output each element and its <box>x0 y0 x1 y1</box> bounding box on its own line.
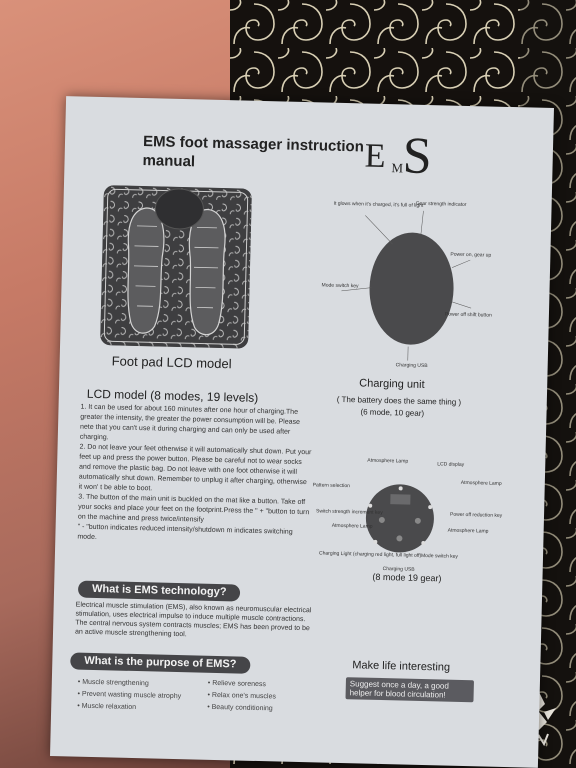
usage-banner: Suggest once a day, a good helper for bl… <box>345 677 474 703</box>
callout-lcd-display: LCD display <box>437 461 465 468</box>
callout-lamp-1: Atmosphere Lamp <box>367 458 408 465</box>
lcd-model-heading: LCD model (8 modes, 19 levels) <box>86 386 259 405</box>
callout-mode-switch: Mode switch key <box>421 553 459 560</box>
lcd-paragraph: " - "button indicates reduced intensity/… <box>77 523 293 542</box>
ems-technology-heading: What is EMS technology? <box>77 580 241 602</box>
lcd-paragraph: 2. Do not leave your feet otherwise it w… <box>78 443 312 493</box>
callout-usb: Charging USB <box>383 566 416 573</box>
benefits-list-left: Muscle strengthening Prevent wasting mus… <box>77 677 182 716</box>
callout-power-off-key: Power off reduction key <box>450 512 503 519</box>
callout-lamp-2: Atmosphere Lamp <box>461 480 502 487</box>
callout-lamp-4: Atmosphere Lamp <box>448 528 489 535</box>
charging-unit-diagram: It glows when it's charged, it's full of… <box>320 194 494 369</box>
charging-unit-note: ( The battery does the same thing ) <box>336 394 462 407</box>
callout-charging-usb: Charging USB <box>396 362 429 369</box>
brand-logo: E M S <box>364 127 433 186</box>
callout-power-off: Power off shift button <box>445 311 492 318</box>
lcd-instructions: 1. It can be used for about 160 minutes … <box>77 403 312 549</box>
lcd-paragraph: 1. It can be used for about 160 minutes … <box>79 403 301 442</box>
lcd-unit-diagram: Atmosphere Lamp LCD display Atmosphere L… <box>308 450 503 584</box>
callout-glow: It glows when it's charged, it's full of… <box>334 201 424 209</box>
list-item: Beauty conditioning <box>207 702 276 716</box>
callout-charging-light: Charging Light (charging red light, full… <box>319 550 422 559</box>
callout-strength-key: Switch strength increment key <box>316 508 383 516</box>
lcd-unit-label: (8 mode 19 gear) <box>372 571 442 584</box>
ems-description: Electrical muscle stimulation (EMS), als… <box>74 601 312 639</box>
foot-pad-label: Foot pad LCD model <box>111 353 232 372</box>
manual-title: EMS foot massager instruction manual <box>142 133 365 171</box>
callout-mode-key: Mode switch key <box>322 282 360 289</box>
slogan: Make life interesting <box>352 659 451 674</box>
charging-unit-modes: (6 mode, 10 gear) <box>360 407 425 418</box>
instruction-sheet: EMS foot massager instruction manual E M… <box>50 96 554 768</box>
ems-purpose-heading: What is the purpose of EMS? <box>70 652 251 674</box>
callout-power-on: Power on, gear up <box>450 252 491 259</box>
callout-pattern: Pattern selection <box>313 482 351 489</box>
benefits-list-right: Relieve soreness Relax one's muscles Bea… <box>207 678 276 716</box>
callout-gear-indicator: Gear strength indicator <box>416 201 467 208</box>
charging-unit-label: Charging unit <box>359 377 425 391</box>
callout-lamp-3: Atmosphere Lamp <box>332 523 373 530</box>
foot-pad-illustration <box>100 185 252 349</box>
